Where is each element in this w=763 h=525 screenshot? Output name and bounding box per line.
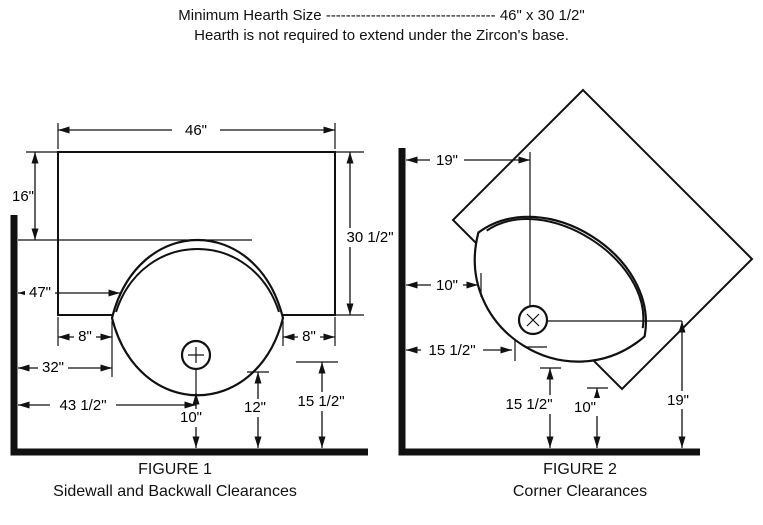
figure1-caption: FIGURE 1 Sidewall and Backwall Clearance… (10, 459, 340, 503)
stove-front-edge (486, 218, 645, 329)
hearth-note-line: Hearth is not required to extend under t… (194, 27, 569, 44)
label-mask (241, 399, 269, 417)
figure2-subtitle: Corner Clearances (512, 483, 648, 500)
dim-label-8-right: 8" (302, 328, 316, 345)
dim-label-43-5: 43 1/2" (59, 397, 106, 414)
dim-label-47: 47" (29, 284, 51, 301)
stove-top-view (110, 239, 285, 397)
figure1-label-masks (25, 121, 401, 427)
dim-label-10-front: 10" (574, 399, 596, 416)
label-mask (661, 391, 695, 409)
label-mask (569, 398, 601, 416)
flue-center-cross-icon (526, 313, 540, 327)
dim-label-19-back: 19" (436, 152, 458, 169)
dim-label-46: 46" (185, 122, 207, 139)
flue-center-cross-icon (188, 347, 204, 363)
dim-label-15-5-front: 15 1/2" (505, 396, 552, 413)
dim-label-10: 10" (180, 409, 202, 426)
label-mask (74, 328, 96, 346)
figure1-dimension-labels: 46" 30 1/2" 16" 47" 8" 8" 32" 43 1/2" 10… (12, 122, 394, 426)
dim-label-32: 32" (42, 359, 64, 376)
dim-label-12: 12" (244, 399, 266, 416)
dim-label-10-side: 10" (436, 277, 458, 294)
label-mask (177, 409, 205, 427)
minimum-hearth-size-line: Minimum Hearth Size --------------------… (178, 7, 585, 24)
label-mask (430, 151, 464, 169)
stove-front-edge (115, 248, 280, 313)
label-mask (172, 121, 220, 139)
label-mask (421, 341, 483, 360)
label-mask (431, 276, 463, 294)
dim-label-19-front: 19" (667, 392, 689, 409)
dim-label-16: 16" (12, 188, 34, 205)
label-mask (339, 228, 401, 247)
corner-hearth-outline (451, 88, 754, 391)
dim-label-8-left: 8" (78, 328, 92, 345)
corner-stove-group (473, 215, 648, 363)
dim-label-15-5: 15 1/2" (297, 393, 344, 410)
label-mask (38, 359, 68, 377)
corner-walls (398, 148, 700, 456)
label-mask (25, 284, 55, 302)
sidewall-backwall (10, 215, 368, 456)
label-mask (50, 396, 116, 415)
figure2-dimension-labels: 19" 10" 15 1/2" 15 1/2" 10" 19" (428, 152, 689, 416)
figure2-caption: FIGURE 2 Corner Clearances (425, 459, 735, 503)
figure1-subtitle: Sidewall and Backwall Clearances (53, 483, 297, 500)
label-mask (298, 328, 320, 346)
figure1-drawing: 46" 30 1/2" 16" 47" 8" 8" 32" 43 1/2" 10… (10, 121, 401, 456)
figure2-label-masks (421, 151, 695, 416)
stove-top-view (473, 215, 648, 363)
figure2-drawing: 19" 10" 15 1/2" 15 1/2" 10" 19" (398, 88, 754, 456)
dim-label-30-5: 30 1/2" (346, 229, 393, 246)
label-mask (499, 395, 559, 414)
label-mask (290, 392, 352, 411)
figure1-title: FIGURE 1 (138, 461, 212, 478)
figure2-title: FIGURE 2 (543, 461, 617, 478)
dim-label-15-5-side: 15 1/2" (428, 342, 475, 359)
